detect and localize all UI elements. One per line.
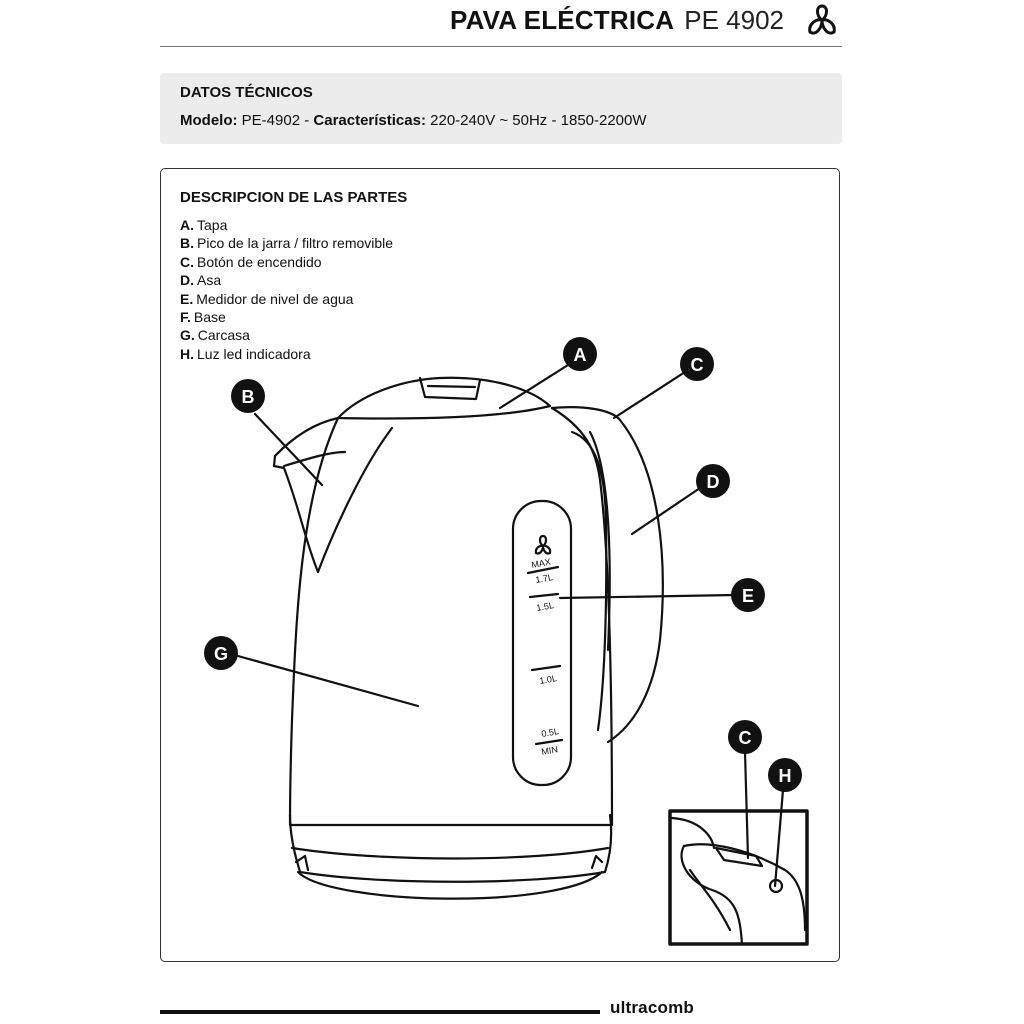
technical-data-line: Modelo: PE-4902 - Características: 220-2…	[180, 112, 647, 129]
part-label: Luz led indicadora	[197, 345, 311, 362]
part-item-a: A.Tapa	[180, 216, 393, 234]
footer-rule	[160, 1010, 600, 1014]
page-header: PAVA ELÉCTRICA PE 4902	[160, 0, 842, 47]
title: PAVA ELÉCTRICA PE 4902	[450, 4, 784, 36]
features-label: Características:	[313, 112, 426, 129]
part-item-g: G.Carcasa	[180, 326, 393, 344]
part-label: Tapa	[197, 217, 228, 233]
part-label: Botón de encendido	[197, 253, 322, 270]
parts-title: DESCRIPCION DE LAS PARTES	[180, 189, 408, 206]
part-item-d: D.Asa	[180, 271, 393, 289]
features-value: 220-240V ~ 50Hz - 1850-2200W	[430, 112, 647, 129]
part-letter: F.	[180, 309, 191, 326]
model-label: Modelo:	[180, 112, 238, 129]
part-label: Pico de la jarra / filtro removible	[197, 235, 394, 252]
ultracomb-logo-icon	[808, 4, 836, 35]
part-letter: D.	[180, 272, 194, 289]
part-label: Medidor de nivel de agua	[196, 290, 354, 307]
brand-name: ultracomb	[610, 998, 694, 1017]
part-letter: A.	[180, 217, 194, 233]
model-value: PE-4902 -	[241, 112, 310, 129]
part-letter: G.	[180, 327, 195, 344]
part-letter: B.	[180, 235, 194, 252]
part-label: Carcasa	[197, 327, 250, 344]
part-item-h: H.Luz led indicadora	[180, 345, 393, 363]
part-item-c: C.Botón de encendido	[180, 253, 393, 271]
technical-data-panel: DATOS TÉCNICOS Modelo: PE-4902 - Caracte…	[160, 73, 842, 144]
part-item-e: E.Medidor de nivel de agua	[180, 290, 393, 308]
part-item-b: B.Pico de la jarra / filtro removible	[180, 234, 393, 252]
technical-data-title: DATOS TÉCNICOS	[180, 84, 313, 101]
part-label: Asa	[197, 272, 222, 289]
parts-list: A.Tapa B.Pico de la jarra / filtro remov…	[180, 216, 393, 363]
part-item-f: F.Base	[180, 308, 393, 326]
product-title: PAVA ELÉCTRICA	[449, 5, 675, 35]
part-label: Base	[193, 309, 226, 326]
product-model: PE 4902	[684, 5, 784, 35]
parts-description-panel: DESCRIPCION DE LAS PARTES A.Tapa B.Pico …	[160, 168, 840, 962]
part-letter: H.	[180, 345, 194, 362]
part-letter: E.	[180, 290, 194, 307]
part-letter: C.	[180, 253, 194, 270]
